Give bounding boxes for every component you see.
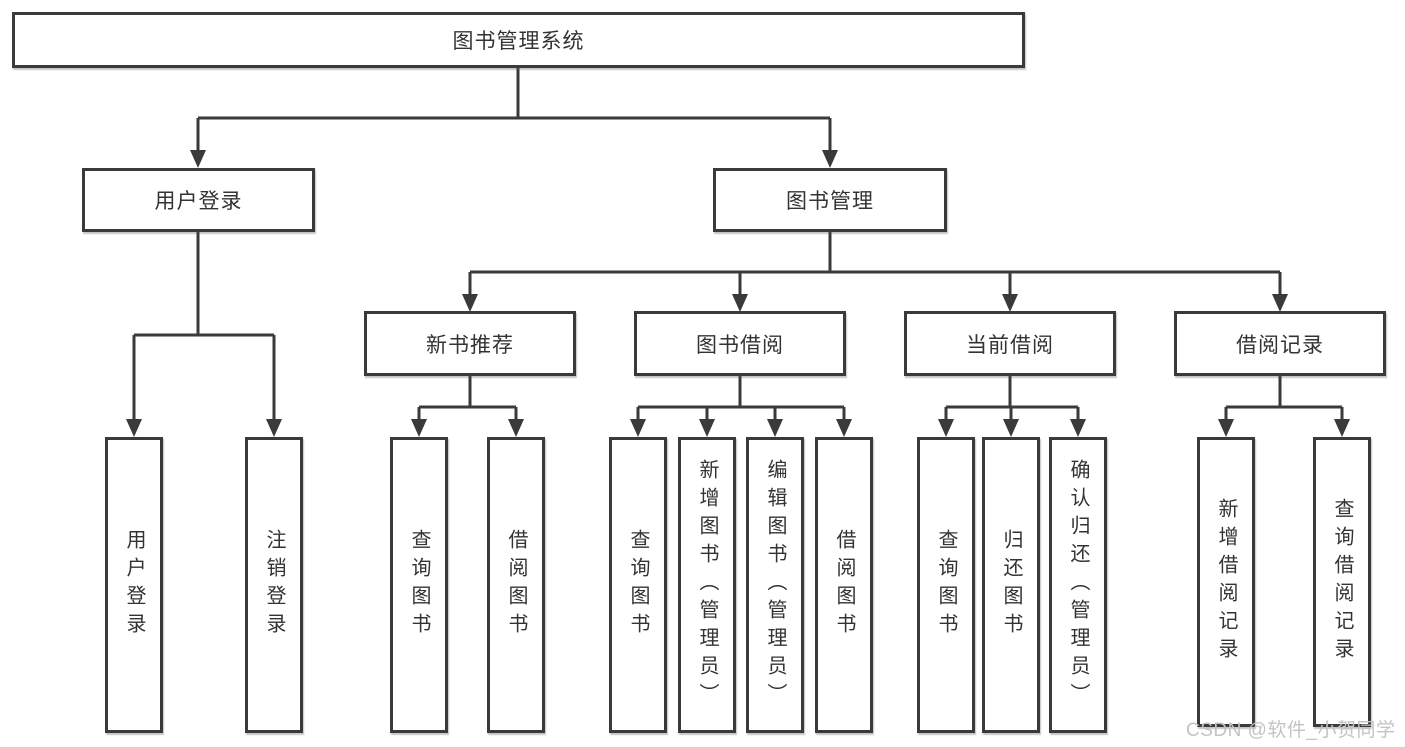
leaf-label: 新增借阅记录 — [1215, 498, 1237, 666]
leaf-label: 查询图书 — [408, 529, 430, 641]
leaf-logout: 注销登录 — [245, 437, 303, 733]
leaf-borrow-books-recommend: 借阅图书 — [487, 437, 545, 733]
leaf-add-book-admin: 新增图书（管理员） — [678, 437, 736, 733]
node-root-label: 图书管理系统 — [452, 30, 585, 53]
node-branch-user-login: 用户登录 — [82, 168, 315, 232]
leaf-return-book: 归还图书 — [982, 437, 1040, 733]
leaf-user-login: 用户登录 — [105, 437, 163, 733]
node-current-borrow: 当前借阅 — [904, 311, 1116, 376]
node-new-book-recommend: 新书推荐 — [364, 311, 576, 376]
node-label: 当前借阅 — [966, 333, 1054, 357]
leaf-query-borrow-record: 查询借阅记录 — [1313, 437, 1371, 727]
leaf-label: 借阅图书 — [505, 529, 527, 641]
csdn-watermark: CSDN @软件_小贺同学 — [1186, 720, 1396, 741]
leaf-query-books-recommend: 查询图书 — [390, 437, 448, 733]
node-label: 图书借阅 — [696, 333, 784, 357]
leaf-label: 用户登录 — [123, 529, 145, 641]
node-borrow-records: 借阅记录 — [1174, 311, 1386, 376]
connector-lines — [132, 68, 1344, 422]
leaf-label: 确认归还（管理员） — [1067, 459, 1089, 711]
leaf-borrow-books: 借阅图书 — [815, 437, 873, 733]
leaf-edit-book-admin: 编辑图书（管理员） — [746, 437, 804, 733]
node-label: 用户登录 — [154, 190, 243, 213]
leaf-add-borrow-record: 新增借阅记录 — [1197, 437, 1255, 727]
node-label: 新书推荐 — [426, 333, 514, 357]
leaf-label: 查询图书 — [627, 529, 649, 641]
node-label: 图书管理 — [786, 190, 874, 213]
leaf-label: 查询图书 — [935, 529, 957, 641]
node-book-borrow: 图书借阅 — [634, 311, 846, 376]
node-branch-book-management: 图书管理 — [713, 168, 947, 232]
node-label: 借阅记录 — [1236, 333, 1324, 357]
leaf-label: 查询借阅记录 — [1331, 498, 1353, 666]
leaf-query-books-borrow: 查询图书 — [609, 437, 667, 733]
node-root: 图书管理系统 — [12, 12, 1025, 68]
leaf-label: 新增图书（管理员） — [696, 459, 718, 711]
leaf-label: 编辑图书（管理员） — [764, 459, 786, 711]
leaf-label: 注销登录 — [263, 529, 285, 641]
leaf-label: 归还图书 — [1000, 529, 1022, 641]
leaf-label: 借阅图书 — [833, 529, 855, 641]
leaf-confirm-return-admin: 确认归还（管理员） — [1049, 437, 1107, 733]
leaf-query-books-current: 查询图书 — [917, 437, 975, 733]
